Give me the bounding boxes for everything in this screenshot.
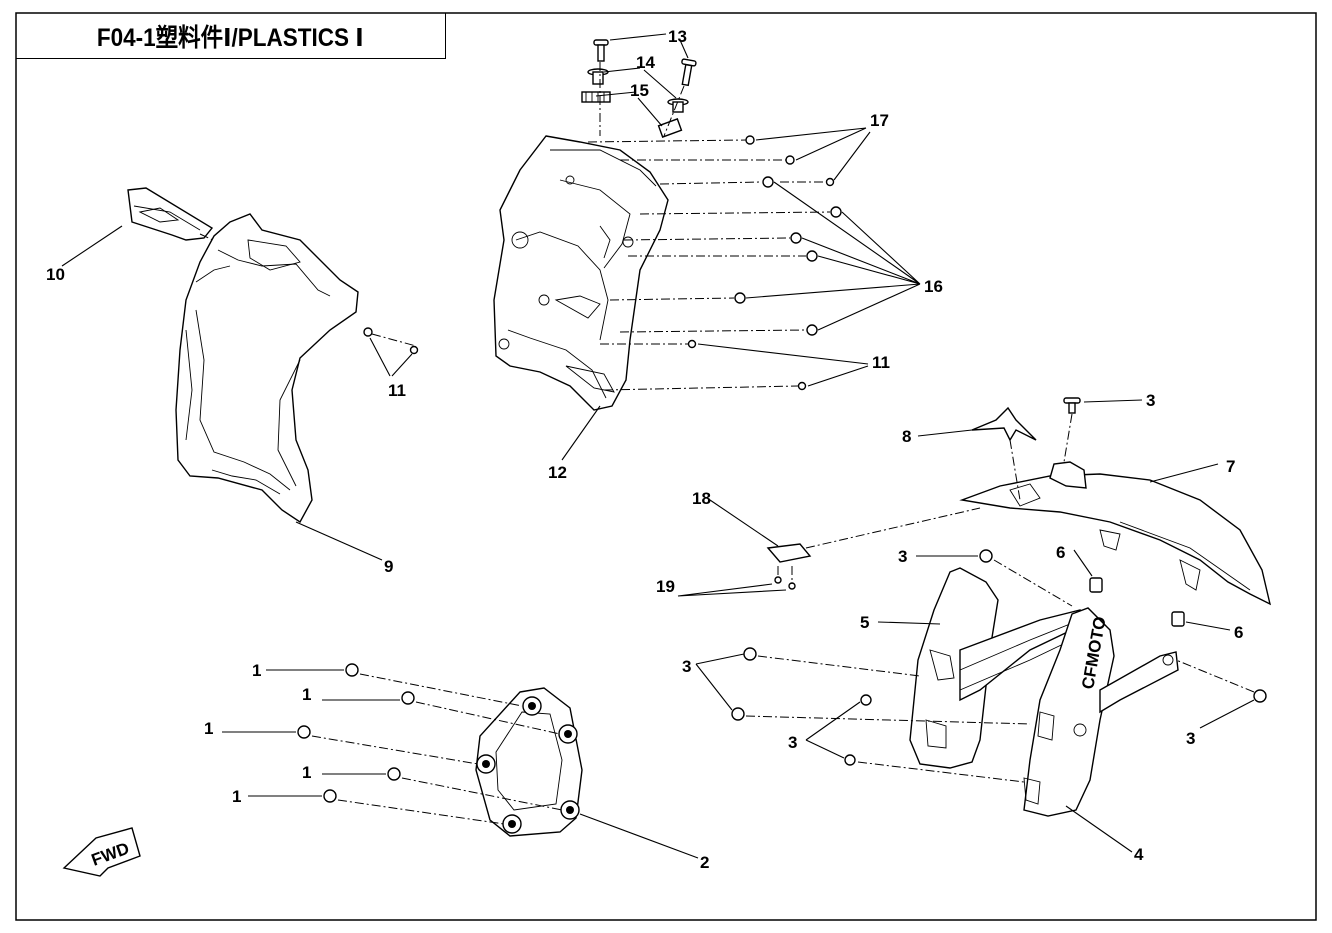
grommet-14-a	[587, 68, 609, 85]
callout-8: 8	[902, 427, 911, 446]
part-12-inner-panel	[493, 135, 669, 411]
axis-8	[1009, 439, 1021, 501]
axis-13b	[663, 85, 685, 137]
callout-3-mid: 3	[898, 547, 907, 566]
callout-3-left: 3	[682, 657, 691, 676]
sheet-border	[15, 12, 1317, 921]
part-5-fork-guard	[909, 567, 1081, 769]
callout-labels: 13 14 15 17 16 11 12 10 11 9 8 3 7 18 19…	[46, 27, 1243, 872]
callout-1-d: 1	[302, 763, 311, 782]
callout-11-right: 11	[872, 353, 890, 372]
callout-1-e: 1	[232, 787, 241, 806]
screw-13-a	[593, 39, 609, 62]
axis-3-top	[1063, 413, 1073, 463]
title-block: F04-1塑料件Ⅰ/PLASTICS Ⅰ	[16, 13, 446, 59]
callout-3-low: 3	[788, 733, 797, 752]
part-4-fork-guard	[1023, 607, 1179, 817]
callout-2: 2	[700, 853, 709, 872]
part-7-front-fender	[959, 461, 1272, 606]
callout-11-left: 11	[388, 381, 406, 400]
clip-6-right	[1171, 611, 1185, 627]
part-18-bracket	[766, 507, 981, 563]
callout-10: 10	[46, 265, 65, 284]
panel-12-screws	[587, 135, 842, 391]
callout-5: 5	[860, 613, 869, 632]
callout-18: 18	[692, 489, 711, 508]
forward-direction-badge: FWD	[62, 827, 141, 877]
callout-9: 9	[384, 557, 393, 576]
part-8-emblem	[971, 406, 1037, 442]
callout-14: 14	[636, 53, 655, 72]
screw-13-b	[681, 58, 697, 87]
part-10-air-duct	[127, 187, 227, 247]
screw-19	[774, 566, 796, 590]
callout-19: 19	[656, 577, 675, 596]
callout-16: 16	[924, 277, 943, 296]
fork-guard-screws	[731, 549, 1267, 783]
part-2-rubber-mount	[475, 687, 583, 837]
screw-11-left-a	[363, 327, 417, 347]
nut-15-b	[657, 118, 683, 138]
nut-15-a	[581, 91, 611, 103]
callout-3-top: 3	[1146, 391, 1155, 410]
screw-11-left-b	[409, 345, 419, 355]
callout-12: 12	[548, 463, 567, 482]
callout-1-a: 1	[252, 661, 261, 680]
callout-7: 7	[1226, 457, 1235, 476]
callout-4: 4	[1134, 845, 1144, 864]
callout-15: 15	[630, 81, 649, 100]
callout-1-c: 1	[204, 719, 213, 738]
callout-17: 17	[870, 111, 889, 130]
leader-lines	[61, 33, 1255, 859]
callout-3-right: 3	[1186, 729, 1195, 748]
screw-3-top	[1063, 397, 1081, 414]
page-title: F04-1塑料件Ⅰ/PLASTICS Ⅰ	[97, 23, 364, 52]
callout-6-left: 6	[1056, 543, 1065, 562]
callout-13: 13	[668, 27, 687, 46]
callout-6-right: 6	[1234, 623, 1243, 642]
clip-6-left	[1089, 577, 1103, 593]
callout-1-b: 1	[302, 685, 311, 704]
screws-1	[297, 663, 563, 825]
grommet-14-b	[667, 98, 689, 113]
part-9-headlight-cover	[175, 213, 359, 524]
